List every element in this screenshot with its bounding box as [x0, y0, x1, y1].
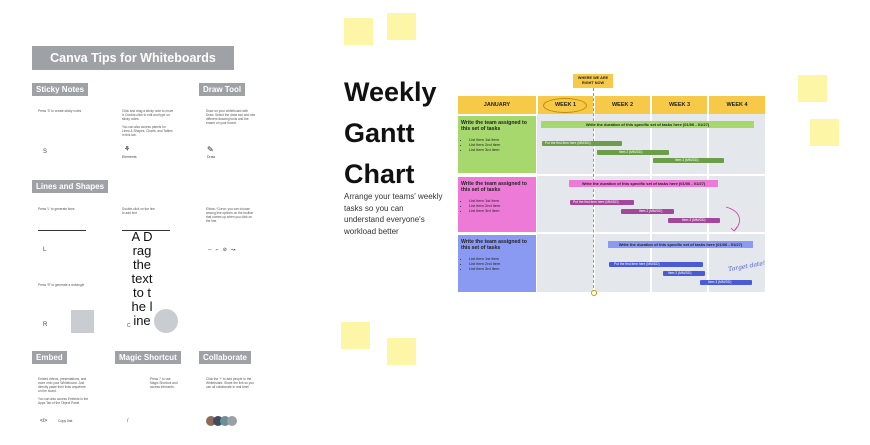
row-team-title: Write the team assigned to this set of t…: [461, 181, 527, 193]
task-bar[interactable]: Put the first item here (MM/DD): [609, 262, 703, 267]
gantt-divider: [457, 174, 765, 176]
sticky-note[interactable]: [341, 322, 370, 349]
duration-bar[interactable]: Write the duration of this specific set …: [608, 241, 753, 248]
draw-pen-icon[interactable]: ✎: [207, 145, 214, 154]
gantt-col-header: JANUARY: [458, 96, 536, 114]
avatar[interactable]: [227, 416, 237, 426]
gantt-row-label: Write the team assigned to this set of t…: [458, 177, 536, 232]
list-item: List item 1st item: [469, 256, 533, 261]
sticky-note[interactable]: [387, 338, 416, 365]
gantt-col-header: WEEK 3: [652, 96, 707, 114]
gantt-divider: [707, 114, 709, 292]
sticky-note[interactable]: [344, 18, 373, 45]
row-team-title: Write the team assigned to this set of t…: [461, 120, 527, 132]
sticky-key-s: S: [43, 149, 48, 155]
current-marker-dot: [591, 290, 597, 296]
sticky-notes-header: Sticky Notes: [32, 83, 89, 96]
sticky-note[interactable]: [798, 75, 827, 102]
collaborate-tip: Click the '+' to add people to the White…: [206, 377, 254, 389]
avatar[interactable]: [206, 416, 216, 426]
task-bar[interactable]: Put the first item here (MM/DD): [570, 200, 634, 205]
rect-tip: Press 'R' to generate a rectangle: [38, 283, 85, 287]
task-bar[interactable]: Item 2 (MM/DD): [663, 271, 705, 276]
gantt-title-line: Chart: [344, 159, 415, 189]
key-l: L: [43, 247, 47, 253]
task-bar[interactable]: Put the first item here (MM/DD): [542, 141, 622, 146]
collaborate-header: Collaborate: [199, 351, 252, 364]
sticky-note[interactable]: [810, 119, 839, 146]
line-with-text: [122, 230, 170, 231]
task-bar[interactable]: Item 3 (MM/DD): [700, 280, 752, 285]
sticky-note[interactable]: [387, 13, 416, 40]
line-type-icons[interactable]: ─ ⌐ ⊘ ↝: [208, 247, 236, 253]
gantt-col-header: WEEK 4: [709, 96, 765, 114]
list-item: List item 2nd item: [469, 142, 533, 147]
gantt-title-line: Gantt: [344, 118, 415, 148]
duration-bar[interactable]: Write the duration of this specific set …: [541, 121, 754, 128]
list-item: List item 2nd item: [469, 203, 533, 208]
embed-tip2: You can also access Embeds in the Apps T…: [38, 397, 89, 405]
avatar[interactable]: [213, 416, 223, 426]
current-marker-label: WHERE WE ARE RIGHT NOW: [573, 74, 613, 88]
sticky-notes-tip3: You can also access panels for Lines & S…: [122, 125, 173, 137]
avatar[interactable]: [220, 416, 230, 426]
key-slash: /: [127, 418, 129, 424]
gantt-title: Weekly Gantt Chart: [344, 72, 437, 195]
draw-tool-tip: Draw on your whiteboard with Draw. Selec…: [206, 109, 256, 125]
list-item: List item 3rd item: [469, 208, 533, 213]
embed-tip: Embed videos, presentations, and more on…: [38, 377, 87, 393]
gantt-divider: [650, 114, 652, 292]
gantt-row-label: Write the team assigned to this set of t…: [458, 235, 536, 292]
double-click-tip: Double-click on the line to add text: [122, 207, 155, 215]
embed-header: Embed: [32, 351, 67, 364]
gantt-col-header: WEEK 2: [595, 96, 650, 114]
row-team-title: Write the team assigned to this set of t…: [461, 239, 527, 251]
task-bar[interactable]: Item 2 (MM/DD): [621, 209, 674, 214]
magic-shortcut-header: Magic Shortcut: [115, 351, 181, 364]
sticky-notes-tip: Press 'S' to create sticky notes: [38, 109, 82, 113]
magic-shortcut-tip: Press '/' to use Magic Shortcut and acce…: [150, 377, 178, 389]
duration-bar[interactable]: Write the duration of this specific set …: [569, 180, 718, 187]
lines-shapes-header: Lines and Shapes: [32, 180, 109, 193]
curved-arrow-icon: [725, 206, 740, 232]
gantt-divider: [457, 232, 765, 234]
week1-highlight-ellipse: [543, 98, 587, 113]
task-bar[interactable]: Item 3 (MM/DD): [653, 158, 724, 163]
task-bar[interactable]: Item 2 (MM/DD): [597, 150, 669, 155]
gantt-description: Arrange your teams' weekly tasks so you …: [344, 192, 443, 236]
task-bar[interactable]: Item 3 (MM/DD): [668, 218, 720, 223]
list-item: List item 1st item: [469, 137, 533, 142]
lines-tip: Press 'L' to generate lines: [38, 207, 75, 211]
embed-code-icon[interactable]: </>: [40, 418, 48, 424]
list-item: List item 2nd item: [469, 261, 533, 266]
elements-icon[interactable]: ⚘: [124, 146, 131, 153]
tips-title: Canva Tips for Whiteboards: [32, 46, 234, 70]
sticky-notes-tip2: Click and drag a sticky note to move it.…: [122, 109, 174, 121]
list-item: List item 1st item: [469, 198, 533, 203]
gantt-row-label: Write the team assigned to this set of t…: [458, 116, 536, 173]
list-item: List item 3rd item: [469, 147, 533, 152]
draw-tool-header: Draw Tool: [199, 83, 246, 96]
key-r: R: [43, 322, 48, 328]
copy-link-label: Copy link: [58, 419, 73, 423]
elbow-tip: Elbow / Curve: you can choose among line…: [206, 207, 254, 223]
gantt-title-line: Weekly: [344, 77, 437, 107]
draw-label: Draw: [207, 155, 216, 159]
elements-label: Elements: [122, 155, 137, 159]
vertical-drag-text[interactable]: A Drag the text to the line: [131, 229, 153, 328]
circle-shape[interactable]: [154, 309, 178, 333]
line-sample: [38, 230, 86, 231]
list-item: List item 3rd item: [469, 266, 533, 271]
rectangle-shape[interactable]: [71, 310, 94, 333]
key-c: C: [127, 323, 131, 329]
current-marker-line: [593, 88, 594, 293]
